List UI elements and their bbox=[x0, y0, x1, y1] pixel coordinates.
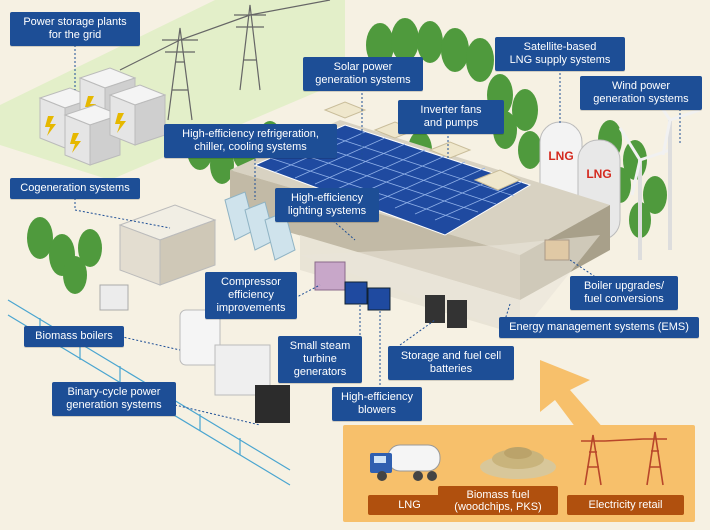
biomass-boiler bbox=[179, 309, 271, 396]
label-satellite-lng: Satellite-based LNG supply systems bbox=[495, 37, 625, 71]
label-boiler-upgrades: Boiler upgrades/ fuel conversions bbox=[570, 276, 678, 310]
compressor-unit bbox=[314, 261, 346, 291]
supply-tag-lng: LNG bbox=[368, 495, 451, 515]
label-binary-cycle: Binary-cycle power generation systems bbox=[52, 382, 176, 416]
woodchips-icon bbox=[480, 447, 556, 479]
wind-turbine-icon bbox=[618, 89, 701, 260]
supply-panel: LNG Biomass fuel (woodchips, PKS) Electr… bbox=[343, 425, 695, 522]
label-compressor: Compressor efficiency improvements bbox=[205, 272, 297, 319]
storage-units bbox=[38, 67, 167, 166]
cogeneration-unit bbox=[99, 204, 217, 311]
supply-tag-electricity-retail: Electricity retail bbox=[567, 495, 684, 515]
label-refrigeration: High-efficiency refrigeration, chiller, … bbox=[164, 124, 337, 158]
label-lighting: High-efficiency lighting systems bbox=[275, 188, 379, 222]
blower-unit bbox=[367, 287, 391, 311]
steam-turbine-unit bbox=[344, 281, 368, 305]
transmission-tower-icon bbox=[119, 0, 331, 121]
label-wind-power: Wind power generation systems bbox=[580, 76, 702, 110]
boiler-unit bbox=[544, 239, 570, 261]
lng-tank-label: LNG bbox=[548, 149, 573, 163]
supply-tag-biomass-fuel: Biomass fuel (woodchips, PKS) bbox=[438, 486, 558, 515]
supply-arrow-icon bbox=[540, 360, 605, 440]
battery-unit bbox=[447, 300, 467, 328]
refrigeration-units bbox=[224, 191, 296, 261]
label-steam-turbine: Small steam turbine generators bbox=[278, 336, 362, 383]
binary-cycle-unit bbox=[255, 385, 290, 423]
label-inverter: Inverter fans and pumps bbox=[398, 100, 504, 134]
battery-unit bbox=[425, 295, 445, 323]
label-ems: Energy management systems (EMS) bbox=[499, 317, 699, 338]
label-cogeneration: Cogeneration systems bbox=[10, 178, 140, 199]
label-storage-fuel-cell: Storage and fuel cell batteries bbox=[388, 346, 514, 380]
label-blowers: High-efficiency blowers bbox=[332, 387, 422, 421]
power-tower-icon bbox=[581, 431, 667, 486]
label-solar-power: Solar power generation systems bbox=[303, 57, 423, 91]
label-biomass-boilers: Biomass boilers bbox=[24, 326, 124, 347]
label-power-storage-plants: Power storage plants for the grid bbox=[10, 12, 140, 46]
lng-tank-label: LNG bbox=[586, 167, 611, 181]
lng-truck-icon bbox=[370, 444, 441, 481]
